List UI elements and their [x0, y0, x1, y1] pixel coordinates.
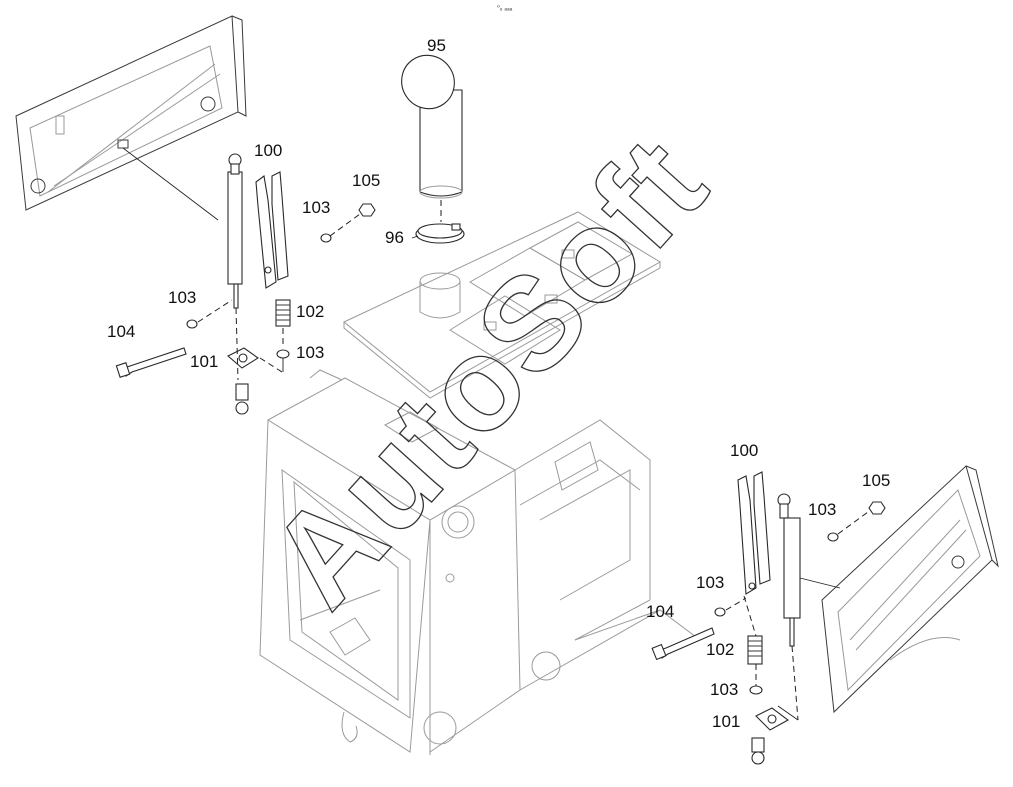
callout-102-left: 102 [296, 302, 324, 321]
nut-right-top [868, 501, 886, 515]
bolt-right [651, 627, 715, 661]
exhaust-clamp [415, 223, 465, 244]
nut-left-top [358, 203, 376, 217]
spring-right [747, 635, 763, 665]
callout-103-left-top: 103 [302, 198, 330, 217]
callout-105-left: 105 [352, 171, 380, 190]
watermark: AutoSoft [242, 109, 735, 633]
exhaust-pipe [401, 54, 463, 199]
right-door-panel [821, 465, 999, 714]
callout-104-right: 104 [646, 602, 674, 621]
mount-plate-right [751, 707, 790, 765]
machine-frame [259, 211, 701, 755]
callout-100-left: 100 [254, 141, 282, 160]
washer-right-mid [714, 607, 726, 617]
washer-right-low [749, 685, 763, 695]
callout-102-right: 102 [706, 640, 734, 659]
gas-strut-right [777, 493, 801, 647]
top-mark: ⁰ₒ ₐₐₐ [497, 4, 513, 12]
callout-105-right: 105 [862, 471, 890, 490]
callout-103-left-low: 103 [296, 343, 324, 362]
gas-strut-left [227, 153, 243, 309]
washer-left-low [276, 349, 290, 359]
spring-left [275, 299, 291, 327]
callout-101-right: 101 [712, 712, 740, 731]
washer-left-mid [186, 319, 198, 329]
bolt-left [115, 347, 187, 378]
callout-103-right-mid: 103 [696, 573, 724, 592]
mount-plate-left [227, 347, 259, 415]
callout-96: 96 [385, 228, 404, 247]
callout-103-right-low: 103 [710, 680, 738, 699]
callout-103-left-mid: 103 [168, 288, 196, 307]
callout-101-left: 101 [190, 352, 218, 371]
callout-103-right-top: 103 [808, 500, 836, 519]
callout-104-left: 104 [107, 322, 135, 341]
washer-left-top [320, 233, 332, 243]
washer-right-top [827, 532, 839, 542]
left-door-panel [15, 15, 247, 211]
callout-95: 95 [427, 36, 446, 55]
callout-100-right: 100 [730, 441, 758, 460]
bracket-right [737, 471, 771, 595]
bracket-left [255, 171, 289, 289]
